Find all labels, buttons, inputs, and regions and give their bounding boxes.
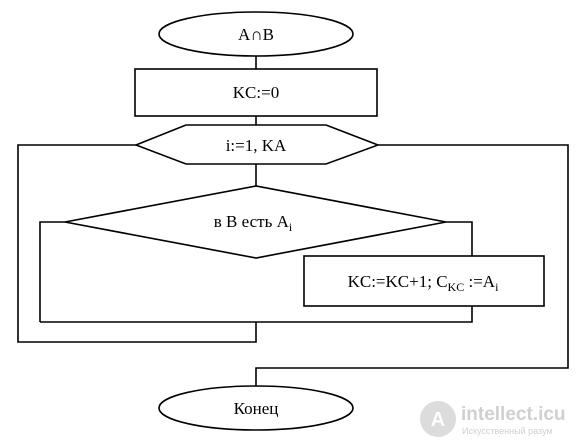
condition-diamond xyxy=(64,185,447,259)
connector-action-merge xyxy=(40,306,473,323)
init-label: KC:=0 xyxy=(233,83,279,102)
end-label: Конец xyxy=(234,399,279,418)
watermark-logo-letter: A xyxy=(431,409,445,431)
loop-hexagon xyxy=(133,124,381,165)
start-terminal xyxy=(158,11,354,57)
watermark-logo-icon xyxy=(420,401,456,437)
action-label: KC:=KC+1; CKC :=Ai xyxy=(348,272,499,294)
condition-label-main: в B есть A xyxy=(214,212,290,231)
start-label: A∩B xyxy=(238,25,274,44)
action-label-subscript-kc: KC xyxy=(448,280,465,294)
connector-condition-yes-action xyxy=(446,221,473,256)
connector-loop-exit xyxy=(255,144,569,386)
connector-condition-no-merge xyxy=(39,221,65,322)
action-label-subscript-i: i xyxy=(495,280,499,294)
connector-loop-return xyxy=(17,144,257,343)
condition-label-subscript: i xyxy=(289,220,293,234)
action-label-part1: KC:=KC+1; C xyxy=(348,272,448,291)
end-terminal xyxy=(158,385,354,431)
watermark-site: intellect.icu xyxy=(461,404,566,425)
init-process-box xyxy=(134,68,378,117)
watermark: A intellect.icu Искусственный разум xyxy=(420,401,566,437)
watermark-tagline: Искусственный разум xyxy=(462,426,553,436)
loop-label: i:=1, KA xyxy=(226,136,287,155)
action-process-box xyxy=(303,255,545,307)
action-label-part2: :=A xyxy=(464,272,496,291)
condition-label: в B есть Ai xyxy=(214,212,293,234)
